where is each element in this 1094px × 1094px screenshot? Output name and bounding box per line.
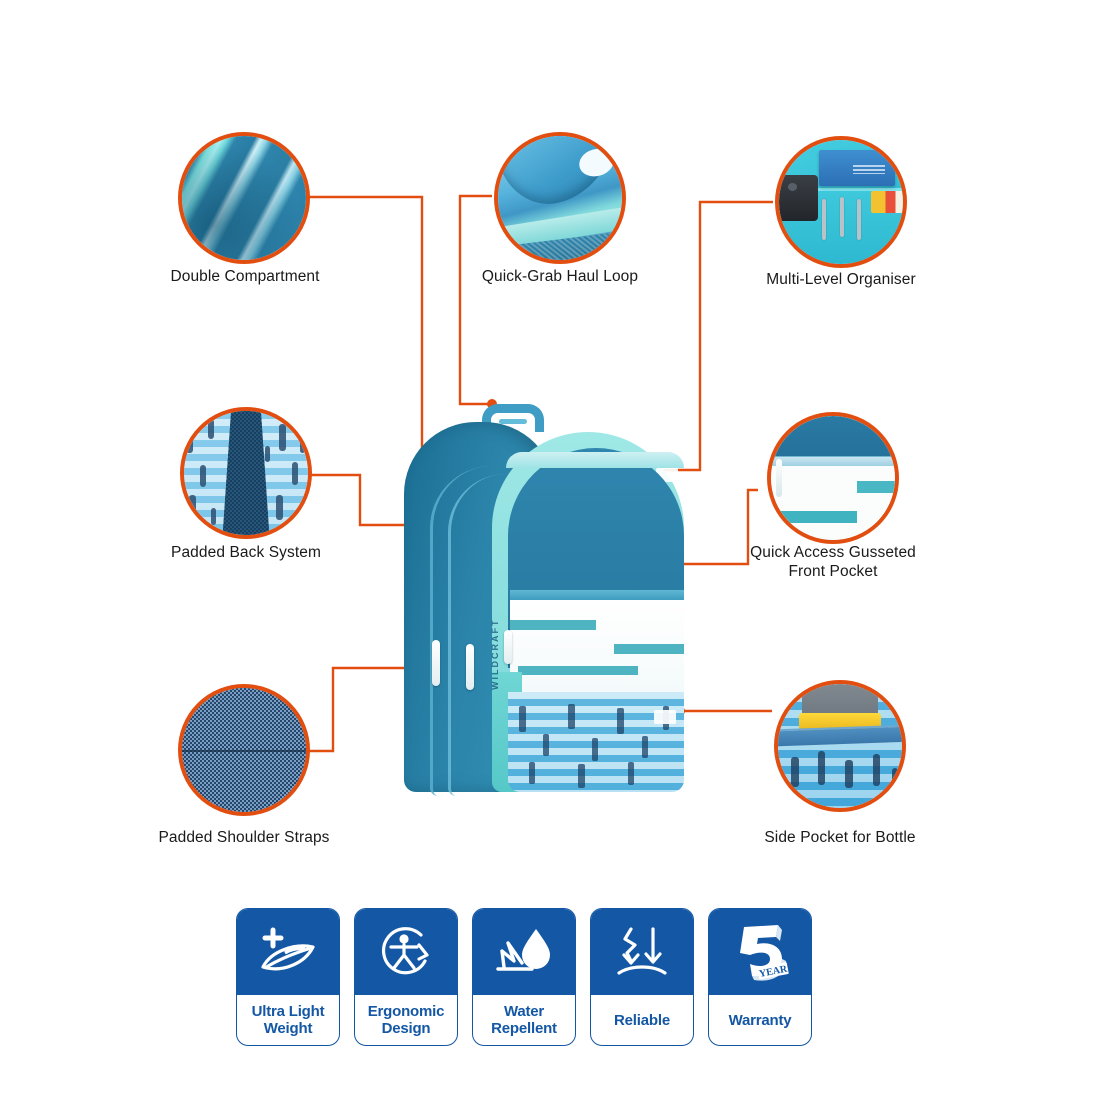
badge-icon-area: YEAR [709, 909, 811, 995]
brand-label: WILDCRAFT [490, 618, 500, 691]
badge-ergonomic-design[interactable]: Ergonomic Design [354, 908, 458, 1046]
zip-pull [466, 644, 474, 690]
callout-image-shoulder-straps [178, 684, 310, 816]
leaf-plus-icon [255, 923, 321, 981]
backpack-lid-zip [506, 452, 684, 468]
backpack-front-pocket [510, 600, 684, 692]
badge-label: Warranty [728, 1011, 792, 1029]
badge-warranty[interactable]: YEAR Warranty [708, 908, 812, 1046]
badge-label-area: Water Repellent [473, 995, 575, 1045]
product-image-backpack: WILDCRAFT [404, 404, 684, 824]
callout-image-padded-back [180, 407, 312, 539]
connector-shoulder-straps [308, 666, 414, 753]
feature-badge-row: Ultra Light Weight Ergonomi [236, 908, 812, 1046]
callout-image-double-compartment [178, 132, 310, 264]
ergonomic-figure-icon [375, 923, 437, 981]
badge-label-area: Ultra Light Weight [237, 995, 339, 1045]
water-droplet-icon [492, 923, 556, 981]
badge-ultra-light-weight[interactable]: Ultra Light Weight [236, 908, 340, 1046]
callout-image-organiser [775, 136, 907, 268]
badge-water-repellent[interactable]: Water Repellent [472, 908, 576, 1046]
badge-label: Water Repellent [491, 1003, 557, 1037]
callout-label-double-compartment: Double Compartment [170, 268, 320, 285]
badge-icon-area [591, 909, 693, 995]
badge-label: Ergonomic Design [367, 1003, 445, 1037]
warranty-years-unit: YEAR [758, 964, 789, 980]
callout-label-shoulder-straps: Padded Shoulder Straps [158, 829, 330, 846]
callout-label-quick-access: Quick Access Gusseted Front Pocket [750, 544, 916, 580]
badge-label: Reliable [614, 1011, 670, 1029]
zip-pull [504, 630, 512, 664]
badge-label: Ultra Light Weight [251, 1003, 325, 1037]
badge-label-area: Reliable [591, 995, 693, 1045]
badge-icon-area [237, 909, 339, 995]
callout-label-haul-loop: Quick-Grab Haul Loop [481, 268, 639, 285]
badge-label-area: Ergonomic Design [355, 995, 457, 1045]
connector-padded-back [310, 473, 415, 527]
badge-label-area: Warranty [709, 995, 811, 1045]
five-year-icon: YEAR [728, 921, 792, 983]
callout-label-side-pocket: Side Pocket for Bottle [764, 829, 916, 846]
callout-image-haul-loop [494, 132, 626, 264]
callout-label-padded-back: Padded Back System [171, 544, 321, 561]
backpack-haul-loop [482, 404, 544, 432]
badge-reliable[interactable]: Reliable [590, 908, 694, 1046]
zip-pull [432, 640, 440, 686]
connector-quick-access [645, 488, 758, 566]
badge-icon-area [473, 909, 575, 995]
connector-haul-loop [458, 194, 492, 406]
backpack-printed-panel [508, 692, 684, 792]
backpack-front-pocket-zip [510, 590, 684, 600]
callout-image-quick-access [767, 412, 899, 544]
callout-label-organiser: Multi-Level Organiser [766, 271, 916, 288]
badge-icon-area [355, 909, 457, 995]
callout-image-side-pocket [774, 680, 906, 812]
downward-arrows-icon [611, 923, 673, 981]
